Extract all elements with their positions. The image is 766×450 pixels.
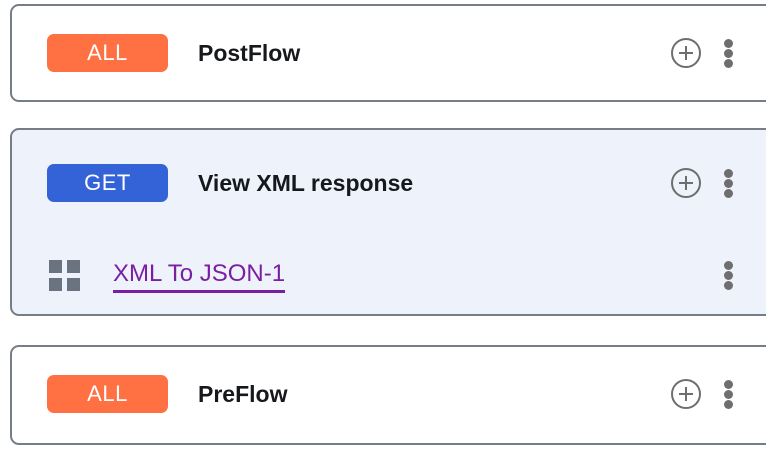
kebab-dot [724,280,733,290]
flow-row-actions [671,347,733,441]
flow-card-preflow[interactable]: ALL PreFlow [10,345,766,445]
grid-squares-icon [49,259,80,291]
flow-header-row[interactable]: ALL PostFlow [12,6,766,100]
kebab-dot [724,270,733,280]
kebab-dot [724,48,733,58]
method-badge-all: ALL [47,375,168,413]
kebab-menu-icon[interactable] [724,168,733,198]
kebab-dot [724,178,733,188]
kebab-menu-icon[interactable] [724,38,733,68]
kebab-menu-icon[interactable] [724,379,733,409]
plus-circle-icon[interactable] [671,379,701,409]
flow-row-actions [671,6,733,100]
kebab-dot [724,379,733,389]
flow-card-postflow[interactable]: ALL PostFlow [10,4,766,102]
method-badge-all: ALL [47,34,168,72]
method-badge-get: GET [47,164,168,202]
flow-title: PostFlow [198,39,301,66]
kebab-dot [724,38,733,48]
flow-card-view-xml-response[interactable]: GET View XML response XML To JSON-1 [10,128,766,316]
kebab-dot [724,168,733,178]
plus-circle-icon[interactable] [671,38,701,68]
kebab-menu-icon[interactable] [724,260,733,290]
kebab-dot [724,58,733,68]
grid-square [67,277,80,291]
flow-row-actions [671,130,733,236]
flow-header-row[interactable]: GET View XML response [12,130,766,236]
flow-title: View XML response [198,169,414,196]
kebab-dot [724,389,733,399]
kebab-dot [724,399,733,409]
plus-circle-icon[interactable] [671,168,701,198]
grid-square [49,259,62,273]
flow-title: PreFlow [198,380,288,407]
grid-square [67,259,80,273]
grid-square [49,277,62,291]
kebab-dot [724,260,733,270]
policy-row-actions [724,236,733,314]
policy-link-xml-to-json-1[interactable]: XML To JSON-1 [113,260,286,293]
kebab-dot [724,188,733,198]
flow-header-row[interactable]: ALL PreFlow [12,347,766,441]
policy-step-row[interactable]: XML To JSON-1 [12,236,766,314]
